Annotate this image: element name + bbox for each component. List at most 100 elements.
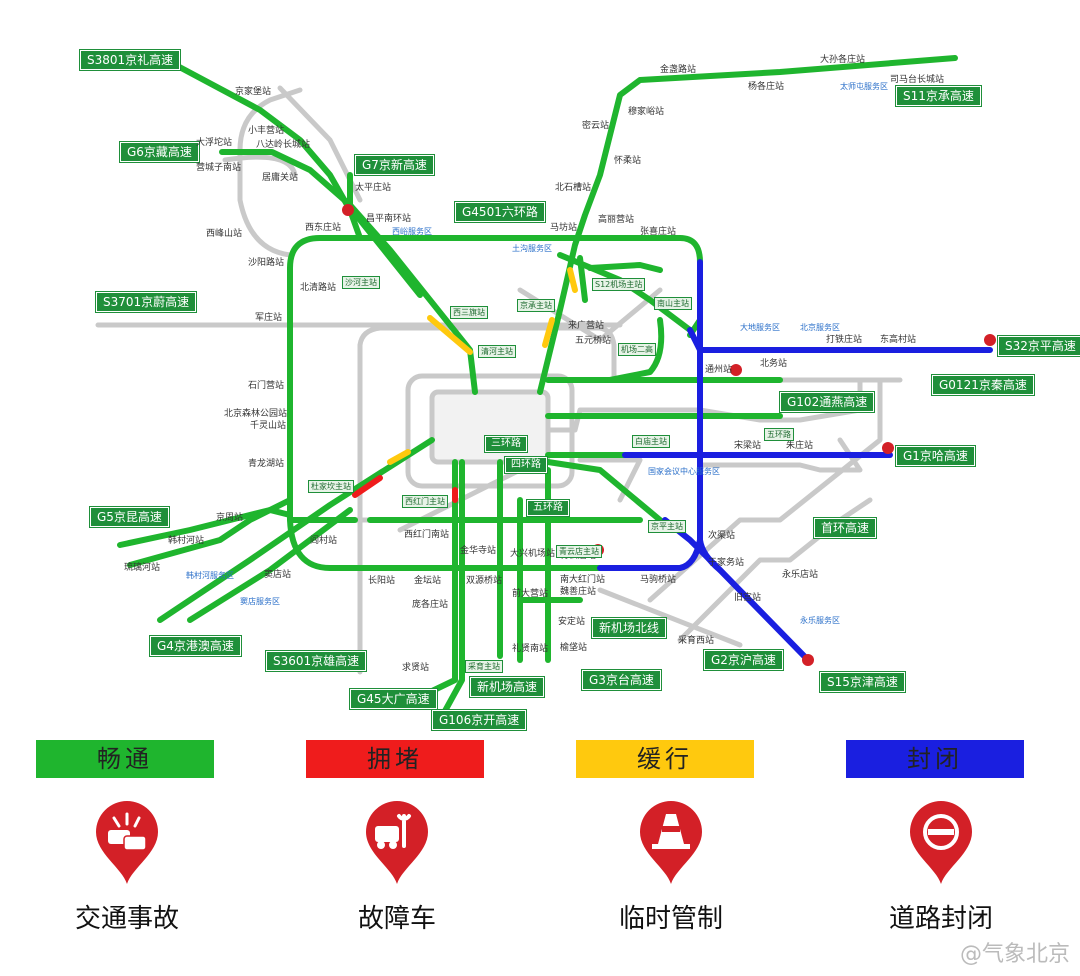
legend-label-temporary-control: 临时管制 [618,904,723,934]
highway-label-g3: G3京台高速 [582,670,661,690]
service-area-label: 国家会议中心服务区 [648,467,720,476]
station-label: 双源桥站 [466,576,503,586]
station-label: 旧宫站 [734,593,762,603]
closed-roads [597,259,993,663]
traffic-map: S3801京礼高速 S11京承高速 G6京藏高速 G7京新高速 G4501六环路… [80,50,1080,730]
highway-label-g102: G102通燕高速 [780,392,875,412]
station-label: 南大红门站 [560,575,606,585]
station-label: 西东庄站 [305,223,342,233]
road-network [95,55,996,723]
service-area-label: 大地服务区 [740,323,780,332]
broken-down-vehicle-icon [362,798,432,886]
station-label: 求贤站 [402,663,430,673]
service-area-label: 韩村河服务区 [186,571,234,580]
toll-station-label: 采育主站 [465,660,503,673]
station-label: 西峰山站 [206,229,243,239]
station-label: 窦店站 [264,570,292,580]
station-label: 打铁庄站 [826,335,863,345]
station-label: 金坛站 [414,576,442,586]
highway-label-g7: G7京新高速 [355,155,434,175]
station-label: 五元桥站 [575,336,612,346]
station-label: 大孙各庄站 [820,55,866,65]
toll-station-label: 京平主站 [648,520,686,533]
road-closure-icon [906,798,976,886]
toll-station-label: 清河主站 [478,345,516,358]
station-label: 韩村河站 [168,536,205,546]
highway-label-g6: G6京藏高速 [120,142,199,162]
station-label: 京周站 [216,513,244,523]
station-label: 马驹桥站 [640,575,677,585]
station-label: 密云站 [582,121,610,131]
station-label: 通州站 [705,365,733,375]
toll-station-label: 京承主站 [517,299,555,312]
temporary-control-icon [636,798,706,886]
toll-station-label: 白庙主站 [632,435,670,448]
toll-station-label: 杜家坎主站 [308,480,354,493]
station-label: 太平庄站 [355,183,392,193]
highway-label-g45: G45大广高速 [350,689,437,709]
station-label: 大浮坨站 [196,138,233,148]
ring-label-4: 四环路 [505,457,547,473]
legend-slow: 缓行 [576,740,754,778]
highway-label-g1: G1京哈高速 [896,446,975,466]
highway-label-g5: G5京昆高速 [90,507,169,527]
station-label: 千灵山站 [250,421,287,431]
station-label: 礼贤南站 [512,644,549,654]
station-label: 金华寺站 [460,546,497,556]
highway-label-shouhuan: 首环高速 [814,518,877,538]
smooth-roads [117,55,958,723]
highway-label-g2: G2京沪高速 [704,650,783,670]
station-label: 司马台长城站 [890,75,945,85]
station-label: 魏善庄站 [560,587,597,597]
station-label: 西红门南站 [404,530,450,540]
ring-label-3: 三环路 [485,436,527,452]
station-label: 军庄站 [255,313,283,323]
service-area-label: 太师屯服务区 [840,82,888,91]
station-label: 永乐店站 [782,570,819,580]
station-label: 八达岭长城站 [256,140,311,150]
service-area-label: 西峪服务区 [392,227,432,236]
slow-roads [387,267,578,465]
highway-label-s32: S32京平高速 [998,336,1080,356]
service-area-label: 永乐服务区 [800,616,840,625]
station-label: 阎村站 [310,536,338,546]
station-label: 长阳站 [368,576,396,586]
toll-station-label: 西三旗站 [450,306,488,319]
station-label: 小丰营站 [248,126,285,136]
station-label: 北清路站 [300,283,337,293]
station-label: 高丽营站 [598,215,635,225]
traffic-accident-icon [92,798,162,886]
legend-label-road-closure: 道路封闭 [888,904,993,934]
station-label: 大兴机场站 [510,549,556,559]
ring-label-5: 五环路 [527,500,569,516]
station-label: 琉璃河站 [124,563,161,573]
highway-label-g4501: G4501六环路 [455,202,545,222]
station-label: 庞各庄站 [412,600,449,610]
highway-label-xinjichang: 新机场高速 [470,677,545,697]
station-label: 次渠站 [708,531,736,541]
station-label: 北京森林公园站 [224,409,288,419]
station-label: 金盏路站 [660,65,697,75]
legend-closed: 封闭 [846,740,1024,778]
station-label: 京家堡站 [235,87,272,97]
highway-label-g0121: G0121京秦高速 [932,375,1034,395]
station-label: 北务站 [760,359,788,369]
service-area-label: 窦店服务区 [240,597,280,606]
station-label: 石门营站 [248,381,285,391]
toll-station-label: 青云店主站 [556,545,602,558]
toll-station-label: 机场二高 [618,343,656,356]
highway-label-xinjichang-bei: 新机场北线 [592,618,667,638]
legend-smooth: 畅通 [36,740,214,778]
station-label: 杨各庄站 [748,82,785,92]
service-area-label: 北京服务区 [800,323,840,332]
toll-station-label: 沙河主站 [342,276,380,289]
highway-label-s3701: S3701京蔚高速 [96,292,197,312]
highway-label-s11: S11京承高速 [896,86,981,106]
station-label: 怀柔站 [614,156,642,166]
legend-congested: 拥堵 [306,740,484,778]
station-label: 北石槽站 [555,183,592,193]
station-label: 青龙湖站 [248,459,285,469]
station-label: 张喜庄站 [640,227,677,237]
station-label: 前大营站 [512,589,549,599]
toll-station-label: 五环路 [764,428,794,441]
